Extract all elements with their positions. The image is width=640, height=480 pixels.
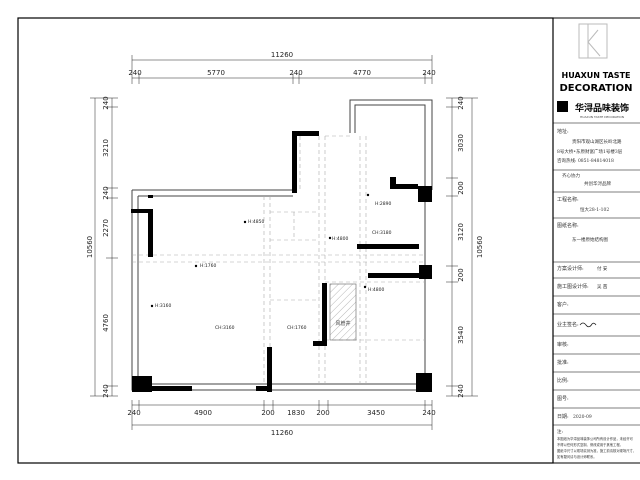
slogan-2: 共创华浔品牌 (584, 180, 611, 187)
dim-right-seg-5: 200 (457, 268, 465, 281)
dim-bottom-seg-4: 1830 (287, 409, 305, 417)
dim-right-seg-7: 240 (457, 384, 465, 397)
construction-value: 吴 茜 (597, 283, 608, 290)
notes-line-1: 本图纸为华浔品味装饰公司所有设计作品，未经许可 (557, 436, 634, 441)
project-value: 恒大28-1-102 (580, 206, 609, 213)
ceiling-label-3: CH:1760 (287, 325, 307, 331)
address-line-2: 8号大桥•东原财富广场1号楼3层 (557, 148, 623, 155)
owner-signature (579, 322, 597, 328)
drawing-value: 东一楼原始结构图 (572, 236, 608, 243)
dim-bottom-seg-7: 240 (422, 409, 435, 417)
dim-bottom-seg-1: 240 (127, 409, 140, 417)
phone-line: 咨询热线: 0851-84814018 (557, 157, 614, 164)
slogan-1: 齐心协力 (562, 172, 580, 179)
brand-line-1: HUAXUN TASTE (562, 71, 631, 80)
marker-dot (194, 264, 198, 268)
height-label-4: H:1760 (200, 263, 216, 269)
customer-label: 客户: (557, 301, 569, 308)
height-label-5: H:4800 (368, 287, 384, 293)
drawing-no-label: 图号: (557, 396, 569, 402)
designer-label: 方案设计师: (557, 265, 584, 272)
designer-value: 付 安 (597, 265, 608, 272)
duct-shaft-label: 风管井 (335, 320, 350, 327)
dim-bottom-seg-6: 3450 (367, 409, 385, 417)
dim-right-seg-6: 3540 (457, 326, 465, 344)
dim-right-seg-1: 240 (457, 96, 465, 109)
structural-walls (131, 131, 432, 392)
dim-left-seg-1: 240 (102, 96, 110, 109)
project-label: 工程名称: (557, 196, 579, 203)
height-label-3: H:4800 (332, 236, 348, 242)
construction-label: 施工图设计师: (557, 283, 589, 290)
title-block-frame (552, 17, 640, 464)
height-label-6: H:3160 (155, 303, 171, 309)
duct-shaft (329, 283, 357, 341)
dim-bottom-seg-3: 200 (261, 409, 274, 417)
address-label: 地址: (557, 128, 569, 135)
marker-dot (328, 236, 332, 240)
floor-plan: 风管井 H:2890 H:4850 H:4800 CH:3180 H:1760 … (131, 99, 433, 392)
dim-right-total: 10560 (476, 236, 484, 258)
dim-right-seg-3: 200 (457, 181, 465, 194)
height-label-2: H:4850 (248, 219, 264, 225)
bottom-dimension-line (131, 400, 433, 430)
right-dimension-line (446, 97, 478, 397)
dim-top-seg-1: 240 (128, 69, 141, 77)
dim-left-seg-5: 4760 (102, 314, 110, 332)
brand-chinese: 华浔品味装饰 (575, 102, 629, 114)
marker-dot (366, 193, 370, 197)
date-label: 日期: (557, 414, 569, 420)
height-label-1: H:2890 (375, 201, 391, 207)
date-value: 2020-09 (573, 414, 592, 420)
left-dimension-line (90, 97, 118, 397)
dim-top-seg-2: 5770 (207, 69, 225, 77)
marker-dot (363, 285, 367, 289)
approve-label: 批准: (557, 359, 569, 366)
dim-left-seg-2: 3210 (102, 139, 110, 157)
notes-line-2: 不得以任何形式复制、修改或用于其他工程。 (557, 442, 623, 447)
dim-left-total: 10560 (86, 236, 94, 258)
marker-dot (243, 220, 247, 224)
scale-label: 比例: (557, 377, 569, 384)
brand-english-small: HUAXUN TASTE DECORATION (580, 115, 624, 119)
dim-left-seg-3: 240 (102, 186, 110, 199)
top-dimension-line (131, 55, 433, 84)
notes-label: 注: (557, 428, 563, 435)
dim-bottom-total: 11260 (271, 429, 293, 437)
dim-top-seg-3: 240 (289, 69, 302, 77)
dim-top-total: 11260 (271, 51, 293, 59)
dim-top-seg-5: 240 (422, 69, 435, 77)
dim-left-seg-6: 240 (102, 384, 110, 397)
dim-bottom-seg-2: 4900 (194, 409, 212, 417)
ceiling-label-1: CH:3180 (372, 230, 392, 236)
dim-right-seg-2: 3030 (457, 134, 465, 152)
ceiling-label-2: CH:3160 (215, 325, 235, 331)
address-line-1: 贵阳市观山湖区长岭北路 (572, 138, 622, 145)
dim-bottom-seg-5: 200 (316, 409, 329, 417)
brand-icon (557, 101, 568, 112)
title-block: HUAXUN TASTE DECORATION 华浔品味装饰 HUAXUN TA… (553, 23, 640, 459)
drawing-label: 图纸名称: (557, 222, 579, 229)
notes-line-4: 如有疑问请与设计师联系。 (557, 454, 597, 459)
dim-right-seg-4: 3120 (457, 223, 465, 241)
brand-line-2: DECORATION (559, 83, 632, 94)
beam-dashed-lines (132, 135, 425, 384)
dim-top-seg-4: 4770 (353, 69, 371, 77)
dim-left-seg-4: 2270 (102, 219, 110, 237)
notes-line-3: 图纸中尺寸以现场实测为准，施工前请核对现场尺寸， (557, 448, 636, 453)
marker-dot (150, 304, 154, 308)
confirm-label: 业主签名: (557, 321, 579, 328)
company-logo (578, 23, 608, 59)
review-label: 审核: (557, 341, 569, 348)
